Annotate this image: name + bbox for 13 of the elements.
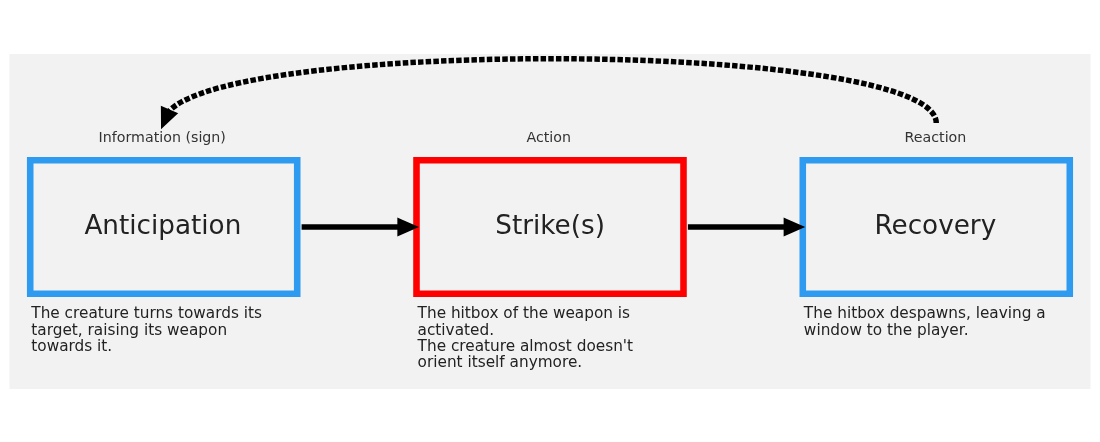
arrow bbox=[687, 217, 806, 236]
node-label: The creature almost doesn't orient itself anymore. bbox=[417, 336, 634, 371]
node-box: Recovery bbox=[799, 156, 1074, 297]
node-label: The hitbox despawns, leaving a window to the player. bbox=[803, 303, 1046, 339]
node-label: The creature turns towards its target, raising its weapon towards it. bbox=[31, 303, 262, 355]
arrow bbox=[301, 217, 419, 236]
node-label: Information (sign) bbox=[98, 128, 226, 145]
node-label: The hitbox of the weapon is activated. bbox=[417, 303, 631, 339]
node-box: Strike(s) bbox=[413, 156, 687, 297]
arrow bbox=[160, 55, 939, 129]
node-box: Anticipation bbox=[26, 156, 301, 297]
node-label: Reaction bbox=[904, 128, 967, 145]
node-label: Action bbox=[526, 128, 571, 145]
